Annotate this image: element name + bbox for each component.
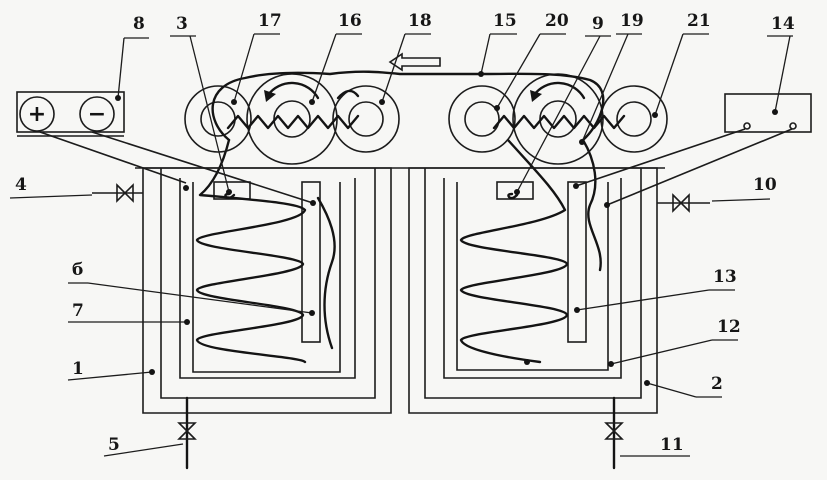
roller-17-outer (184, 85, 252, 153)
label-1: 1 (72, 359, 84, 379)
label-20: 20 (545, 11, 569, 31)
direction-arrow-icon (388, 52, 441, 72)
valve-10-icon (672, 193, 690, 213)
valve-10 (657, 193, 710, 213)
valve-4 (92, 183, 143, 203)
valve-5-icon (177, 422, 197, 440)
roller-18-inner (348, 101, 384, 137)
left-rotation-arrowhead-icon (264, 90, 276, 102)
right-rotation-arrow (532, 81, 586, 100)
plus-sign: + (28, 102, 46, 127)
left-inner-vessel (179, 178, 356, 379)
right-zigzag-wire (492, 114, 626, 130)
label-19: 19 (620, 11, 644, 31)
label-9: 9 (592, 14, 604, 34)
label-14: 14 (771, 14, 795, 34)
positive-lead-wire (39, 131, 187, 184)
roller-20-outer (448, 85, 516, 153)
label-4: 4 (15, 175, 27, 195)
right-electrode-plate (567, 181, 587, 343)
controller-terminal-1 (743, 122, 751, 130)
roller-17-inner (200, 101, 236, 137)
leader-lines (9, 33, 793, 457)
roller-20-inner (464, 101, 500, 137)
label-7: 7 (72, 301, 84, 321)
power-supply: + − (16, 91, 125, 137)
label-5: 5 (108, 435, 120, 455)
label-13: 13 (713, 267, 737, 287)
controller-lead-wire-2 (606, 128, 793, 206)
left-jacket (160, 168, 376, 399)
label-11: 11 (660, 435, 684, 455)
right-tank (408, 138, 658, 414)
roller-assembly (184, 73, 668, 165)
label-3: 3 (176, 14, 188, 34)
minus-sign: − (88, 102, 106, 127)
label-17: 17 (258, 11, 282, 31)
right-sensor-box (496, 181, 534, 200)
label-16: 16 (338, 11, 362, 31)
negative-lead-wire (91, 131, 314, 204)
part-labels: 8 3 17 16 18 15 20 9 19 21 14 4 10 б 7 1… (15, 11, 795, 455)
top-transfer-wire (211, 70, 605, 142)
label-10: 10 (753, 175, 777, 195)
left-helix-coil (195, 138, 307, 364)
left-zigzag-wire (226, 114, 360, 130)
right-jacket (424, 168, 642, 399)
right-inner-wall (456, 182, 609, 371)
controller-body (724, 93, 812, 133)
roller-18-outer (332, 85, 400, 153)
label-8: 8 (133, 14, 145, 34)
valve-11-icon (604, 422, 624, 440)
middle-wire-link (336, 89, 360, 100)
label-12: 12 (717, 317, 741, 337)
roller-21-inner (616, 101, 652, 137)
label-18: 18 (408, 11, 432, 31)
controller-box (724, 93, 812, 133)
right-rotation-arrowhead-icon (530, 90, 542, 102)
controller-lead-wire-1 (575, 128, 746, 187)
label-15: 15 (493, 11, 517, 31)
roller-21-outer (600, 85, 668, 153)
valve-5 (177, 396, 197, 470)
label-6: б (72, 260, 83, 280)
controller-terminal-2 (789, 122, 797, 130)
left-rotation-arrow (266, 81, 320, 100)
valve-4-icon (116, 183, 134, 203)
right-return-wire (581, 138, 602, 272)
minus-terminal-icon (79, 96, 115, 132)
right-outer-tank (408, 167, 658, 414)
label-21: 21 (687, 11, 711, 31)
right-sensor-element (507, 192, 519, 200)
left-return-wire (316, 196, 336, 350)
valve-11 (604, 396, 624, 470)
label-2: 2 (711, 374, 723, 394)
power-supply-box (16, 91, 125, 133)
right-helix-coil (459, 138, 569, 364)
left-electrode-plate (301, 181, 321, 343)
plus-terminal-icon (19, 96, 55, 132)
left-inner-wall (192, 182, 341, 373)
right-inner-vessel (443, 178, 622, 379)
